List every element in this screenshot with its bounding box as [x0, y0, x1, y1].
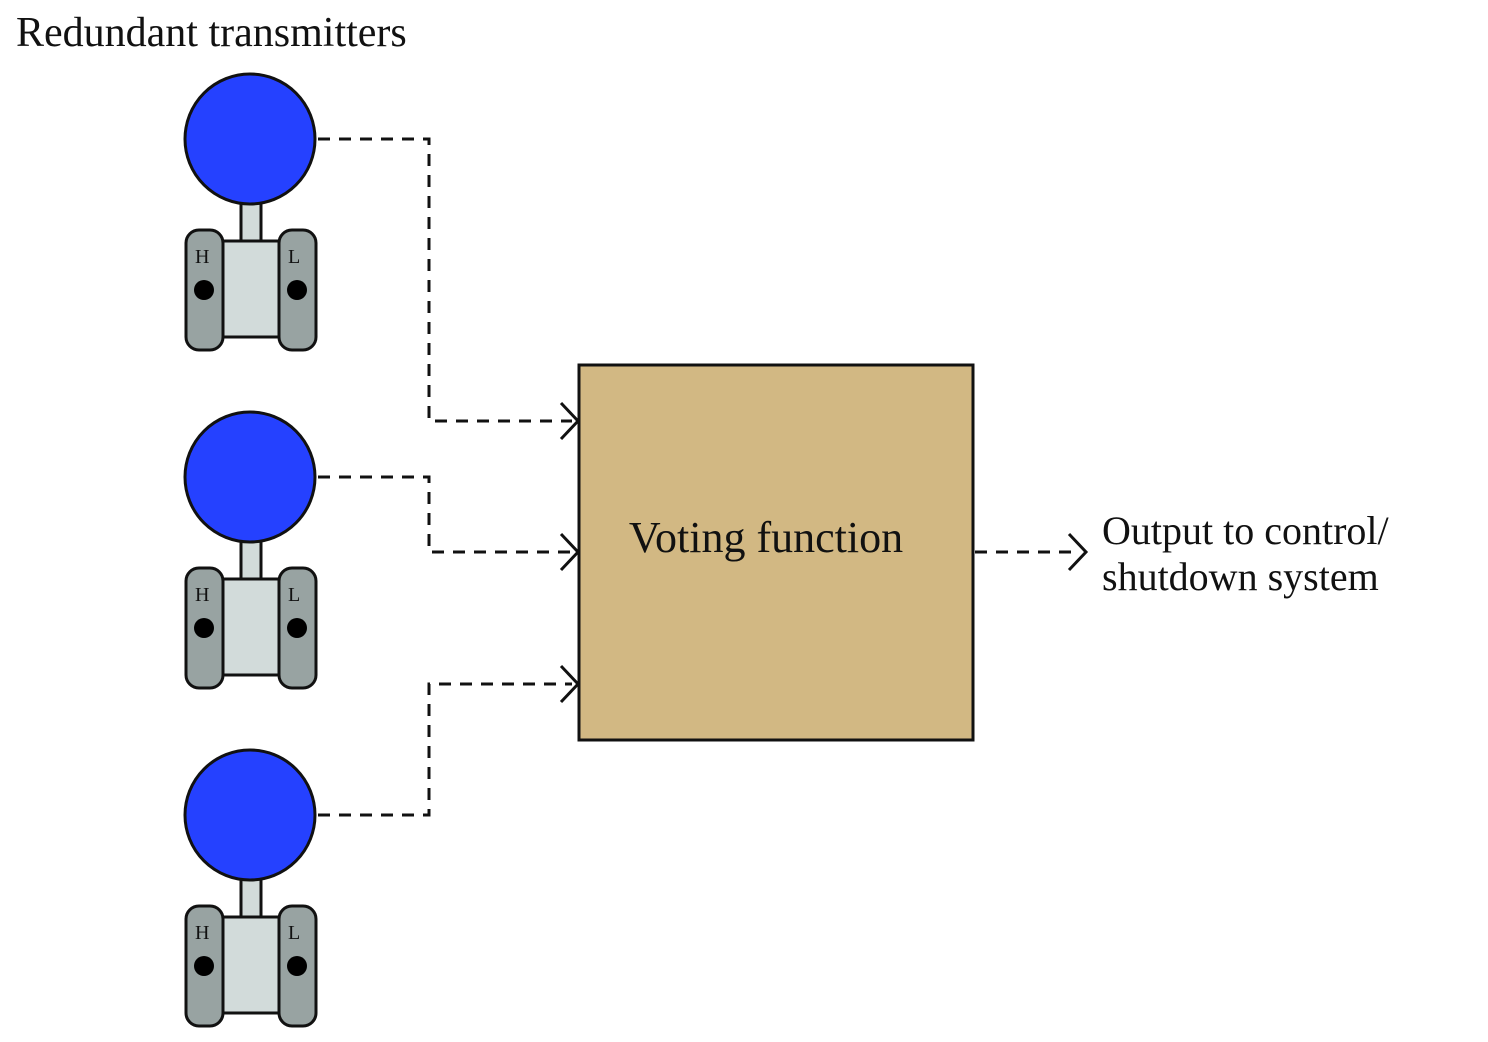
low-port-label: L: [288, 922, 300, 944]
transmitter-1: H L: [183, 72, 318, 352]
output-label-line1: Output to control/: [1102, 508, 1390, 553]
signal-line-2: [318, 475, 572, 554]
signal-line-3: [318, 682, 572, 817]
diagram-title: Redundant transmitters: [16, 10, 407, 56]
high-port-label: H: [195, 584, 209, 606]
transmitter-body: [183, 410, 318, 690]
transmitter-body: [183, 748, 318, 1028]
high-port-label: H: [195, 922, 209, 944]
signal-line-1: [318, 137, 572, 423]
transmitter-3: H L: [183, 748, 318, 1028]
voting-function-box: [577, 363, 975, 742]
high-port-label: H: [195, 246, 209, 268]
output-label-line2: shutdown system: [1102, 554, 1379, 599]
transmitter-body: [183, 72, 318, 352]
voting-function-label: Voting function: [629, 513, 903, 562]
output-arrowhead: [1067, 532, 1089, 572]
transmitter-2: H L: [183, 410, 318, 690]
low-port-label: L: [288, 246, 300, 268]
low-port-label: L: [288, 584, 300, 606]
